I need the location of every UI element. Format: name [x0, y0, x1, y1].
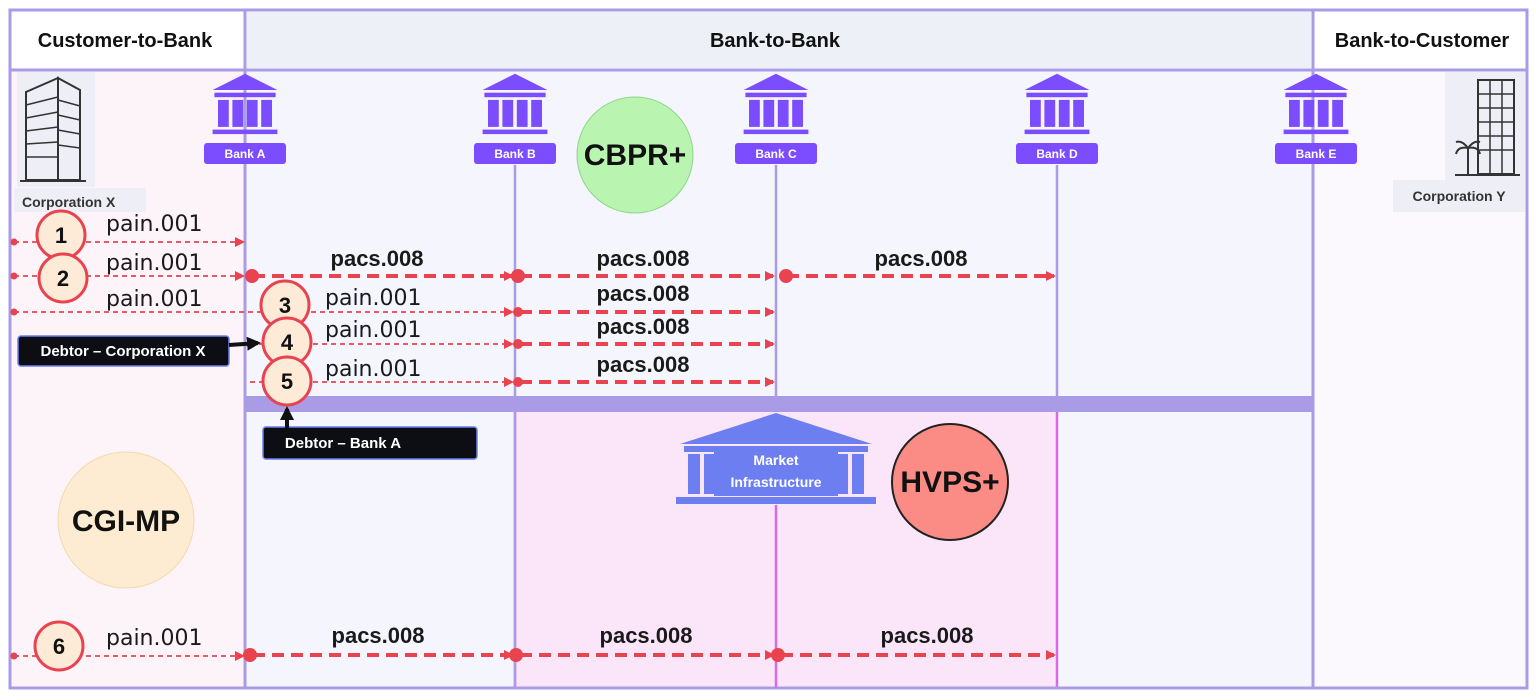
- hvps-badge: HVPS+: [891, 423, 1009, 541]
- bank-c: Bank C: [735, 73, 817, 164]
- institution-icon: [676, 413, 876, 504]
- outer-frame: [8, 8, 1529, 690]
- callout-debtor-bank-a-text: Debtor – Bank A: [285, 435, 401, 452]
- corporation-y-label: Corporation Y: [1412, 188, 1506, 204]
- header-bank-to-bank: Bank-to-Bank: [710, 30, 841, 52]
- flow-5-number: 5: [281, 369, 293, 394]
- mi-line2: Infrastructure: [730, 474, 821, 490]
- flow-2-number: 2: [57, 266, 69, 291]
- corporation-x-tag: [14, 188, 146, 212]
- flow-1-badge: 1: [35, 209, 87, 261]
- flow-6-number: 6: [53, 634, 65, 659]
- cbpr-badge: CBPR+: [576, 96, 694, 214]
- flow-6-pacs-a-label: pacs.008: [332, 623, 425, 648]
- office-building-icon: [17, 72, 95, 187]
- corporation-x-label: Corporation X: [22, 194, 116, 210]
- flow-5-pain-label: pain.001: [325, 357, 422, 382]
- flow-4-pacs-label: pacs.008: [597, 314, 690, 339]
- flow-2-pacs-ab-label: pacs.008: [331, 246, 424, 271]
- cgi-badge: CGI-MP: [57, 451, 195, 589]
- bank-to-bank-header: [247, 12, 1311, 68]
- flow-3-pain-label-2: pain.001: [325, 286, 422, 311]
- flow-6-badge: 6: [33, 620, 85, 672]
- flow-4-number: 4: [281, 330, 294, 355]
- callout-debtor-bank-a: Debtor – Bank A: [262, 406, 478, 460]
- callout-debtor-corporation-x: Debtor – Corporation X: [17, 335, 261, 367]
- flow-2-pacs-cd-label: pacs.008: [875, 246, 968, 271]
- flow-5-pacs-label: pacs.008: [597, 352, 690, 377]
- flow-arrows: [10, 237, 1056, 662]
- flow-3-pain-label-1: pain.001: [106, 287, 203, 312]
- bank-a-label: Bank A: [225, 147, 266, 161]
- flow-2-pacs-bc-label: pacs.008: [597, 246, 690, 271]
- bank-e: Bank E: [1275, 73, 1357, 164]
- corporation-y-tag: [1393, 180, 1525, 212]
- flow-6-pain-label: pain.001: [106, 626, 203, 651]
- header-bank-to-customer: Bank-to-Customer: [1335, 30, 1510, 52]
- bank-c-label: Bank C: [755, 147, 797, 161]
- flow-6-pacs-b-label: pacs.008: [600, 623, 693, 648]
- flow-5-badge: 5: [261, 355, 313, 407]
- flow-4-pain-label: pain.001: [325, 318, 422, 343]
- flow-1-number: 1: [55, 223, 67, 248]
- market-infrastructure: Market Infrastructure: [676, 413, 876, 504]
- header-customer-to-bank: Customer-to-Bank: [38, 30, 213, 52]
- bank-d: Bank D: [1016, 73, 1098, 164]
- cbpr-label: CBPR+: [584, 139, 687, 172]
- bank-b: Bank B: [474, 73, 556, 164]
- cgi-label: CGI-MP: [72, 505, 180, 538]
- hotel-building-icon: [1445, 72, 1525, 187]
- cbpr-hvps-separator: [245, 396, 1313, 412]
- flow-3-number: 3: [279, 293, 291, 318]
- flow-3-pacs-label: pacs.008: [597, 281, 690, 306]
- flow-6-pacs-c-label: pacs.008: [881, 623, 974, 648]
- callout-debtor-corporation-x-text: Debtor – Corporation X: [40, 343, 205, 360]
- hvps-label: HVPS+: [900, 466, 999, 499]
- bank-d-label: Bank D: [1036, 147, 1078, 161]
- flow-1-pain-label: pain.001: [106, 212, 203, 237]
- flow-4-badge: 4: [261, 316, 313, 368]
- bank-b-label: Bank B: [494, 147, 536, 161]
- mi-line1: Market: [753, 452, 798, 468]
- bank-a: Bank A: [204, 73, 286, 164]
- flow-2-badge: 2: [37, 252, 89, 304]
- flow-2-pain-label: pain.001: [106, 251, 203, 276]
- bank-e-label: Bank E: [1296, 147, 1337, 161]
